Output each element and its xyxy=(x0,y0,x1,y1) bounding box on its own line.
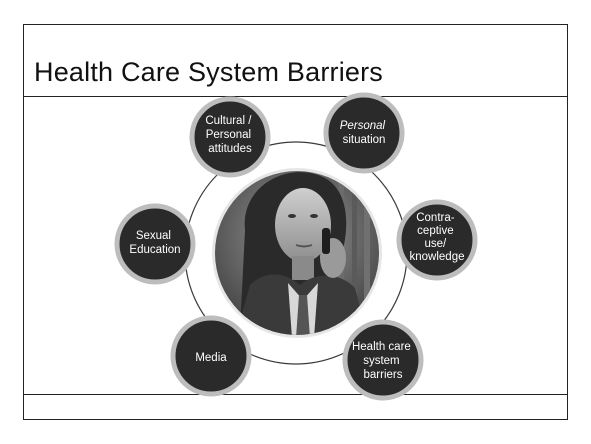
node-contraceptive-line-1: Contra- xyxy=(416,212,455,224)
node-cultural-line-2: Personal xyxy=(206,129,251,141)
title-divider xyxy=(23,96,568,97)
node-healthcare-line-1: Health care xyxy=(352,341,411,353)
node-health-care-system-barriers: Health care system barriers xyxy=(342,319,424,401)
node-cultural-personal-attitudes: Cultural / Personal attitudes xyxy=(189,96,271,178)
svg-text:Cultural / Personal: Cultural / Personal attitudes xyxy=(205,115,254,155)
svg-text:Personal situation: Personal situation xyxy=(340,120,389,146)
node-cultural-line-1: Cultural / xyxy=(205,115,252,127)
svg-text:Contra- ceptive us: Contra- ceptive use/ knowledge xyxy=(410,212,465,263)
node-contraceptive-line-4: knowledge xyxy=(410,251,465,263)
node-contraceptive-use-knowledge: Contra- ceptive use/ knowledge xyxy=(396,199,478,281)
svg-text:Sexual Education: Sexual Education xyxy=(129,230,180,256)
node-media-line-1: Media xyxy=(195,352,227,364)
node-contraceptive-line-2: ceptive xyxy=(417,225,453,237)
node-sexual-education: Sexual Education xyxy=(114,203,196,285)
svg-text:Health care system: Health care system barriers xyxy=(352,341,414,381)
node-sexual-line-2: Education xyxy=(129,244,180,256)
center-photo xyxy=(212,168,382,338)
node-media: Media xyxy=(170,315,252,397)
node-personal-situation: Personal situation xyxy=(323,92,405,174)
node-healthcare-line-2: system xyxy=(363,355,399,367)
node-personal-line-1: Personal xyxy=(340,120,386,132)
node-personal-line-2: situation xyxy=(343,134,386,146)
slide-title: Health Care System Barriers xyxy=(34,57,384,87)
node-sexual-line-1: Sexual xyxy=(136,230,171,242)
node-contraceptive-line-3: use/ xyxy=(425,238,448,250)
node-healthcare-line-3: barriers xyxy=(364,369,403,381)
svg-text:Media: Media xyxy=(195,352,227,364)
node-cultural-line-3: attitudes xyxy=(208,143,252,155)
footer-divider xyxy=(23,394,568,395)
